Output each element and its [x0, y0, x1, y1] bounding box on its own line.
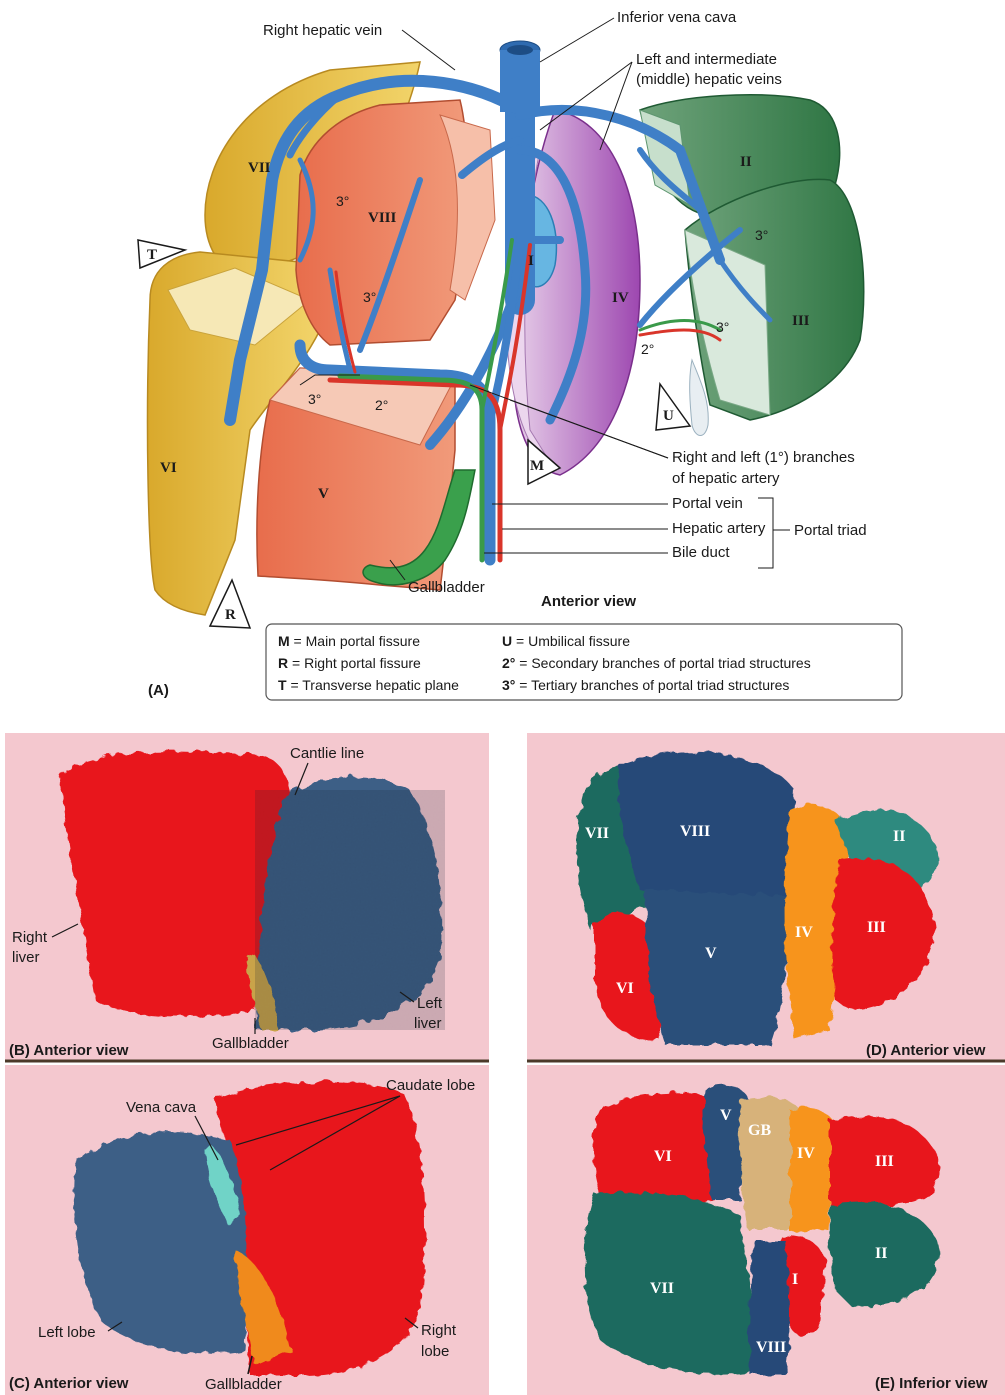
panel-c-left-lobe-label: Left lobe: [38, 1324, 96, 1341]
seg-iv-label: IV: [612, 290, 629, 306]
label-gallbladder: Gallbladder: [408, 579, 485, 596]
panel-e-seg-viii: VIII: [756, 1339, 786, 1356]
panel-c: Vena cava Caudate lobe Left lobe Right l…: [5, 1065, 489, 1395]
panel-c-caudate-label: Caudate lobe: [386, 1077, 475, 1094]
label-anterior-view: Anterior view: [541, 593, 636, 610]
label-bile-duct: Bile duct: [672, 544, 730, 561]
panel-d-seg-iv: IV: [795, 924, 813, 941]
seg-iii-label: III: [792, 313, 810, 329]
seg-ii-label: II: [740, 154, 752, 170]
label-right-hepatic-vein: Right hepatic vein: [263, 22, 382, 39]
seg-vi-label: VI: [160, 460, 177, 476]
label-hepatic-artery: Hepatic artery: [672, 520, 766, 537]
panel-b-right-liver-1: Right: [12, 929, 48, 946]
panel-c-gallbladder-label: Gallbladder: [205, 1376, 282, 1393]
panel-c-right-lobe-1: Right: [421, 1322, 457, 1339]
seg-vii-label: VII: [248, 160, 271, 176]
legend-2: 2° = Secondary branches of portal triad …: [502, 655, 811, 671]
panel-e-seg-i: I: [792, 1271, 798, 1288]
mark-3-a: 3°: [336, 193, 349, 209]
mark-2-b: 2°: [641, 341, 654, 357]
label-rl-branches-2: of hepatic artery: [672, 470, 780, 487]
panel-c-right-lobe-2: lobe: [421, 1343, 449, 1360]
panel-e-seg-v: V: [720, 1107, 732, 1124]
seg-v-label: V: [318, 486, 329, 502]
panel-d-seg-vi: VI: [616, 980, 634, 997]
ivc-upper: [500, 50, 540, 112]
mark-2-a: 2°: [375, 397, 388, 413]
mark-3-d: 3°: [755, 227, 768, 243]
panel-d-seg-vii: VII: [585, 825, 609, 842]
label-portal-triad: Portal triad: [794, 522, 867, 539]
seg-i-label: I: [528, 253, 534, 269]
svg-text:R: R: [225, 607, 236, 623]
panel-c-vena-cava-label: Vena cava: [126, 1099, 197, 1116]
panel-e-seg-iv: IV: [797, 1145, 815, 1162]
panel-d: VII VIII II III IV V VI (D) Anterior vie…: [527, 733, 1005, 1061]
panel-e-seg-gb: GB: [748, 1122, 771, 1139]
svg-text:U: U: [663, 408, 674, 424]
panel-b-left-liver-1: Left: [417, 995, 443, 1012]
svg-text:T: T: [147, 247, 157, 263]
ivc-lumen: [507, 45, 533, 55]
panel-b-gallbladder: Gallbladder: [212, 1035, 289, 1052]
panel-e-iv: [790, 1108, 835, 1232]
mark-3-e: 3°: [716, 319, 729, 335]
legend-m: M = Main portal fissure: [278, 633, 420, 649]
panel-e-seg-vi: VI: [654, 1148, 672, 1165]
mark-3-b: 3°: [363, 289, 376, 305]
panel-e-seg-ii: II: [875, 1245, 887, 1262]
label-portal-vein: Portal vein: [672, 495, 743, 512]
panel-a: VII VIII VI V IV I II III 3° 3° 3° 2° 3°…: [138, 9, 902, 700]
panel-d-seg-iii: III: [867, 919, 886, 936]
panel-b-cantlie: Cantlie line: [290, 745, 364, 762]
label-left-int-veins-2: (middle) hepatic veins: [636, 71, 782, 88]
panel-b: Cantlie line Right liver Left liver Gall…: [5, 733, 489, 1061]
panel-e-seg-vii: VII: [650, 1280, 674, 1297]
panel-d-seg-viii: VIII: [680, 823, 710, 840]
label-rl-branches-1: Right and left (1°) branches: [672, 449, 855, 466]
panel-e-seg-iii: III: [875, 1153, 894, 1170]
marker-u: U: [656, 384, 690, 430]
legend-t: T = Transverse hepatic plane: [278, 677, 459, 693]
panel-a-label: (A): [148, 682, 169, 699]
mark-3-c: 3°: [308, 391, 321, 407]
label-left-int-veins-1: Left and intermediate: [636, 51, 777, 68]
panel-d-caption: (D) Anterior view: [866, 1042, 986, 1059]
panel-d-v: [645, 890, 787, 1045]
legend-r: R = Right portal fissure: [278, 655, 421, 671]
panel-c-caption: (C) Anterior view: [9, 1375, 129, 1392]
panel-b-caption: (B) Anterior view: [9, 1042, 129, 1059]
legend: M = Main portal fissure R = Right portal…: [266, 624, 902, 700]
legend-3: 3° = Tertiary branches of portal triad s…: [502, 677, 789, 693]
svg-text:M: M: [530, 458, 544, 474]
seg-viii-label: VIII: [368, 210, 397, 226]
panel-b-left-liver-2: liver: [414, 1015, 442, 1032]
panel-e-caption: (E) Inferior view: [875, 1375, 988, 1392]
panel-d-seg-v: V: [705, 945, 717, 962]
panel-b-right-liver-2: liver: [12, 949, 40, 966]
panel-d-seg-ii: II: [893, 828, 905, 845]
legend-u: U = Umbilical fissure: [502, 633, 630, 649]
label-ivc: Inferior vena cava: [617, 9, 737, 26]
panel-e: V GB IV VI III II VII I VIII (E) Inferio…: [527, 1065, 1005, 1395]
